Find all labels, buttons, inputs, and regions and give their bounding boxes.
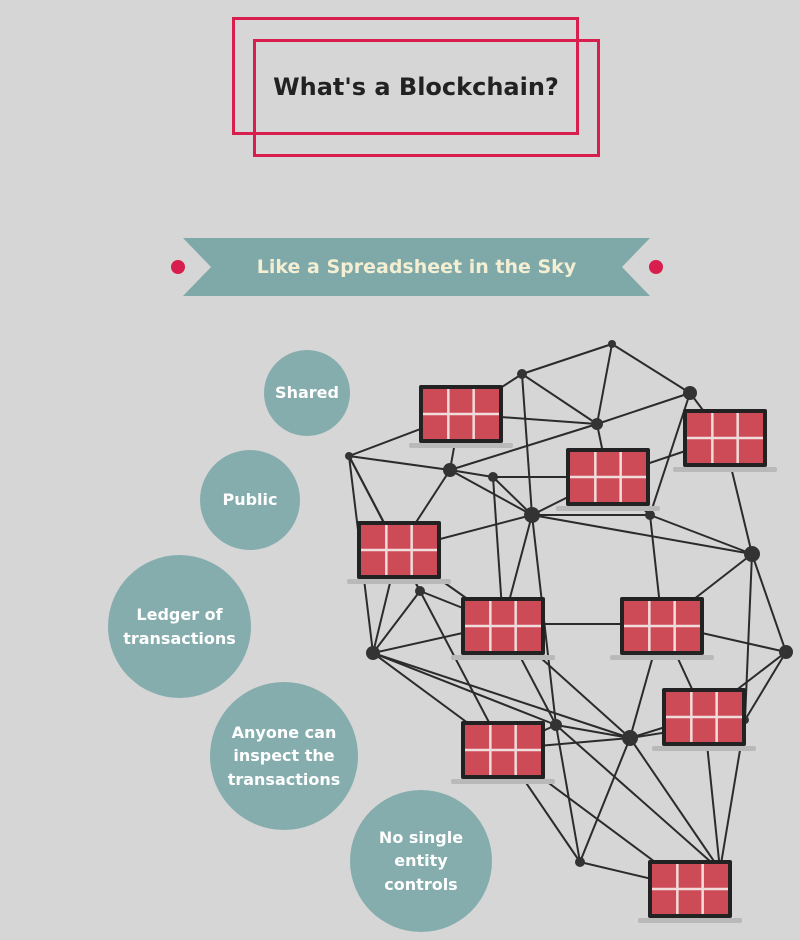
laptop-icon: [556, 448, 660, 511]
network-node: [345, 452, 353, 460]
network-edge: [531, 514, 753, 555]
laptop-icon: [673, 409, 777, 472]
bubble-ledger: Ledger of transactions: [108, 555, 251, 698]
laptop-base: [347, 579, 451, 584]
laptop-base: [673, 467, 777, 472]
network-node: [415, 586, 425, 596]
ribbon-banner: [171, 238, 663, 296]
network-node: [744, 546, 760, 562]
network-edge: [372, 590, 421, 654]
network-node: [524, 507, 540, 523]
laptop-base: [652, 746, 756, 751]
network-node: [550, 719, 562, 731]
laptop-base: [451, 779, 555, 784]
network-node: [645, 510, 655, 520]
network-edge: [555, 724, 721, 871]
network-edge: [611, 343, 691, 394]
network-edge: [555, 724, 581, 863]
page-title: What's a Blockchain?: [273, 73, 559, 101]
network-node: [575, 857, 585, 867]
title-frame-front: [253, 39, 600, 157]
network-edge: [521, 373, 598, 425]
ribbon-dot-left: [171, 260, 185, 274]
laptop-icon: [638, 860, 742, 923]
bubble-inspect: Anyone can inspect the transactions: [210, 682, 358, 830]
network-node: [622, 730, 638, 746]
laptop-icon: [610, 597, 714, 660]
network-edge: [492, 476, 533, 516]
network-edge: [521, 343, 613, 375]
network-edge: [521, 373, 533, 516]
network-laptops: [347, 385, 777, 923]
network-edge: [372, 652, 557, 726]
laptop-icon: [652, 688, 756, 751]
network-edge: [751, 553, 787, 653]
network-edge: [744, 553, 753, 721]
network-edge: [596, 392, 691, 425]
network-node: [591, 418, 603, 430]
network-edge: [649, 514, 753, 555]
laptop-icon: [409, 385, 513, 448]
bubble-no-single-entity: No single entity controls: [350, 790, 492, 932]
laptop-base: [556, 506, 660, 511]
network-edge: [629, 737, 721, 871]
network-edge: [744, 651, 787, 721]
laptop-base: [409, 443, 513, 448]
laptop-base: [638, 918, 742, 923]
network-node: [443, 463, 457, 477]
laptop-icon: [347, 521, 451, 584]
network-edge: [555, 724, 631, 739]
network-node: [488, 472, 498, 482]
ribbon-dot-right: [649, 260, 663, 274]
laptop-base: [451, 655, 555, 660]
network-edge: [348, 455, 451, 471]
network-node: [683, 386, 697, 400]
subtitle: Like a Spreadsheet in the Sky: [256, 256, 577, 278]
network-edge: [449, 423, 598, 471]
bubble-shared: Shared: [264, 350, 350, 436]
laptop-base: [610, 655, 714, 660]
laptop-icon: [451, 597, 555, 660]
network-node: [366, 646, 380, 660]
network-edge: [372, 652, 631, 739]
bubble-public: Public: [200, 450, 300, 550]
laptop-icon: [451, 721, 555, 784]
network-edge: [596, 343, 613, 425]
network-node: [608, 340, 616, 348]
network-edge: [449, 469, 533, 516]
network-node: [779, 645, 793, 659]
network-edge: [449, 469, 494, 478]
title-frame-back: [232, 17, 579, 135]
ribbon-shape: [183, 238, 650, 296]
network-node: [517, 369, 527, 379]
network-edge: [579, 737, 631, 863]
